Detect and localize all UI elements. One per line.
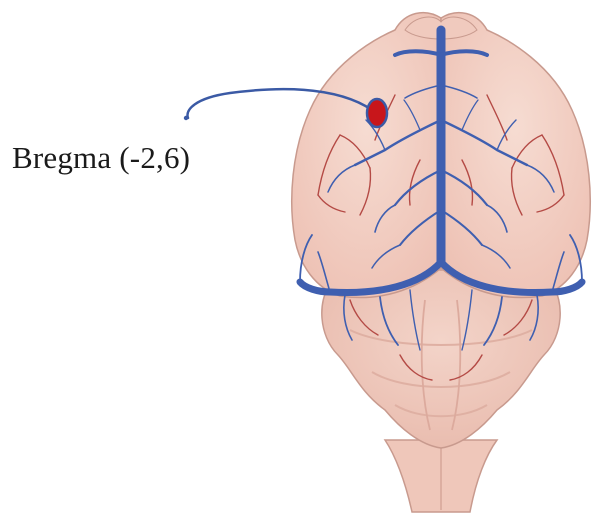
- right-hemisphere: [441, 13, 590, 298]
- bregma-marker: [367, 99, 387, 127]
- pointer-tail-dot: [184, 116, 188, 120]
- left-hemisphere: [292, 13, 441, 298]
- bregma-coordinate-label: Bregma (-2,6): [12, 140, 190, 176]
